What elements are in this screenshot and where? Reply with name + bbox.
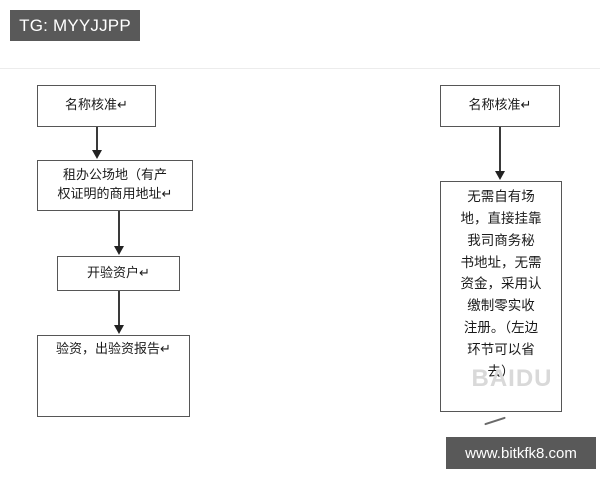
flow-node-name-approval-left: 名称核准↵ (37, 85, 156, 127)
telegram-handle-badge: TG: MYYJJPP (10, 10, 140, 41)
flow-node-label: 验资，出验资报告↵ (56, 342, 171, 357)
arrow-head-icon (92, 150, 102, 159)
flow-node-capital-verification-report: 验资，出验资报告↵ (37, 335, 190, 417)
arrow-stem (96, 127, 98, 151)
arrow-stem (118, 211, 120, 247)
arrow-head-icon (114, 246, 124, 255)
flow-node-label: 名称核准↵ (468, 98, 532, 114)
flow-node-name-approval-right: 名称核准↵ (440, 85, 560, 127)
arrow-head-icon (114, 325, 124, 334)
flow-node-rent-office: 租办公场地（有产 权证明的商用地址↵ (37, 160, 193, 211)
arrow-stem (118, 291, 120, 326)
site-url-badge: www.bitkfk8.com (446, 437, 596, 469)
flow-node-label: 无需自有场 地，直接挂靠 我司商务秘 书地址，无需 资金，采用认 缴制零实收 注… (460, 189, 542, 380)
header-divider (0, 68, 600, 69)
flow-node-open-capital-account: 开验资户↵ (57, 256, 180, 291)
arrow-stem (499, 127, 501, 172)
flow-node-label: 开验资户↵ (87, 265, 150, 281)
stray-pen-mark (484, 416, 506, 426)
flow-node-no-office-needed: 无需自有场 地，直接挂靠 我司商务秘 书地址，无需 资金，采用认 缴制零实收 注… (440, 181, 562, 412)
flow-node-label: 名称核准↵ (65, 98, 128, 114)
arrow-head-icon (495, 171, 505, 180)
flow-node-label: 租办公场地（有产 权证明的商用地址↵ (57, 168, 173, 202)
